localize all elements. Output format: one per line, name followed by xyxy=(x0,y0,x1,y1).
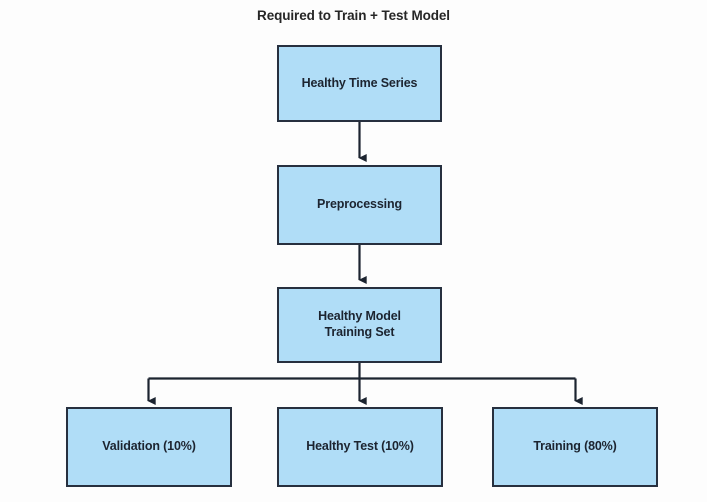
node-healthy-time-series[interactable]: Healthy Time Series xyxy=(277,45,442,122)
node-label: Training (80%) xyxy=(533,439,617,454)
node-healthy-model-training-set[interactable]: Healthy Model Training Set xyxy=(277,287,442,363)
node-label: Healthy Test (10%) xyxy=(306,439,414,454)
node-training[interactable]: Training (80%) xyxy=(492,407,658,487)
node-healthy-test[interactable]: Healthy Test (10%) xyxy=(277,407,443,487)
node-label: Healthy Time Series xyxy=(301,75,418,90)
node-validation[interactable]: Validation (10%) xyxy=(66,407,232,487)
node-preprocessing[interactable]: Preprocessing xyxy=(277,165,442,245)
node-label: Preprocessing xyxy=(317,197,402,212)
node-label: Validation (10%) xyxy=(102,439,196,454)
node-label: Healthy Model Training Set xyxy=(318,309,401,339)
page-title: Required to Train + Test Model xyxy=(257,8,450,23)
